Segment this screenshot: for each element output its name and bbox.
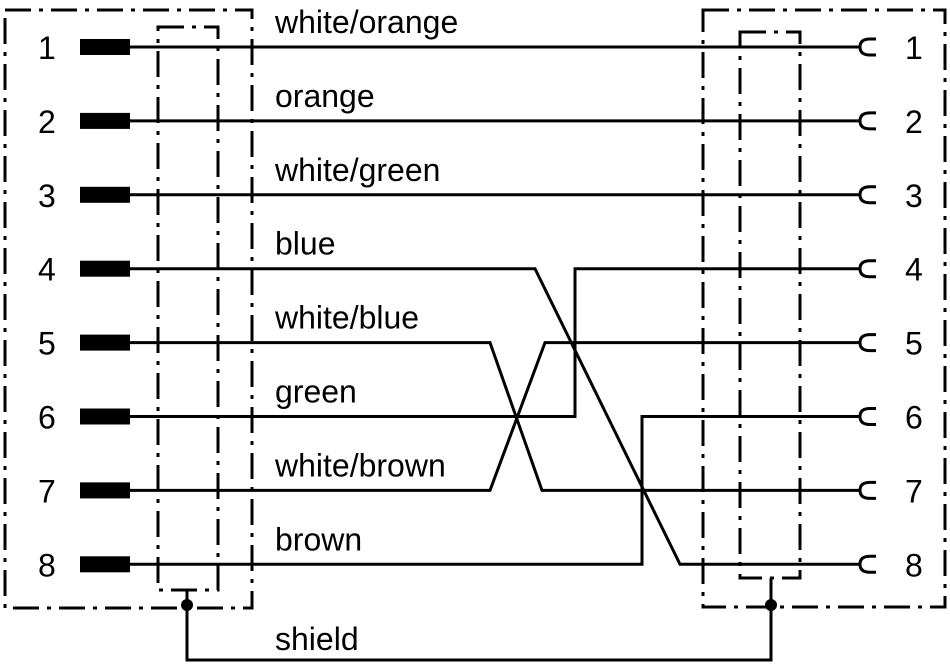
- left-pin-number: 2: [38, 104, 56, 140]
- left-pin-contact: [80, 556, 130, 573]
- left-pin-number: 8: [38, 547, 56, 583]
- left-pin-contact: [80, 39, 130, 55]
- right-socket-contact: [858, 111, 876, 131]
- shield-label: shield: [275, 621, 359, 657]
- right-socket-contact: [858, 185, 876, 205]
- left-pin-contact: [80, 260, 130, 277]
- left-pin-number: 1: [38, 30, 56, 66]
- left-pin-contact: [80, 408, 130, 425]
- left-pin-number: 5: [38, 326, 56, 362]
- right-shield-box: [738, 30, 802, 580]
- right-pin-number: 4: [905, 252, 923, 288]
- left-pin-number: 7: [38, 473, 56, 509]
- wire-label: brown: [275, 521, 362, 557]
- right-pin-number: 8: [905, 547, 923, 583]
- shield-wire: shield: [181, 578, 777, 662]
- left-pin-contact: [80, 334, 130, 351]
- right-socket-contact: [858, 407, 876, 426]
- wire-label: white/blue: [274, 300, 419, 336]
- left-shield-box: [156, 25, 220, 592]
- right-socket-contact: [858, 259, 876, 279]
- right-connector-housing: [701, 8, 947, 609]
- right-socket-contact: [858, 480, 876, 500]
- left-pin-contact: [80, 482, 130, 499]
- right-pin-number: 5: [905, 326, 923, 362]
- right-pin-number: 6: [905, 400, 923, 436]
- left-pin-contact: [80, 112, 130, 129]
- left-pin-number: 6: [38, 400, 56, 436]
- shield-node-left: [181, 599, 193, 611]
- wire-white-brown: [130, 341, 860, 492]
- left-pin-number: 4: [38, 252, 56, 288]
- right-pin-number: 2: [905, 104, 923, 140]
- right-pin-number: 3: [905, 178, 923, 214]
- right-pin-number: 7: [905, 473, 923, 509]
- right-socket-contact: [858, 37, 876, 57]
- right-socket-contact: [858, 554, 876, 574]
- wire-label: green: [275, 374, 357, 410]
- wire-label: white/brown: [274, 447, 446, 483]
- right-pin-number: 1: [905, 30, 923, 66]
- left-pin-number: 3: [38, 178, 56, 214]
- wire-label: blue: [275, 226, 336, 262]
- wire-label: white/orange: [274, 4, 458, 40]
- left-pin-contact: [80, 186, 130, 203]
- wire-label: orange: [275, 78, 375, 114]
- right-socket-contact: [858, 333, 876, 353]
- wire-blue: [130, 267, 860, 566]
- wire-label: white/green: [274, 152, 440, 188]
- shield-node-right: [765, 599, 777, 611]
- left-connector-housing: [3, 8, 254, 610]
- wire-brown: [130, 415, 860, 566]
